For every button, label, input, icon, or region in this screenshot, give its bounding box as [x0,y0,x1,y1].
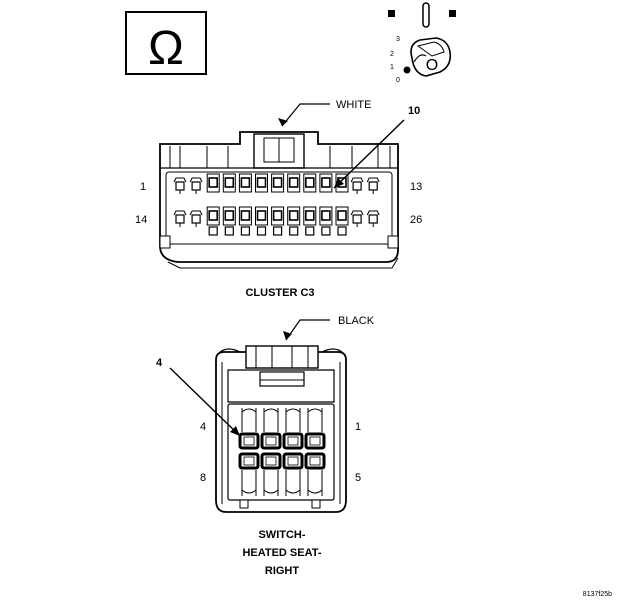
ignition-key-icon: 3 2 1 0 O [388,2,456,84]
switch-pin-label-8: 8 [200,472,206,484]
white-wire-callout: WHITE [278,99,371,127]
switch-pin-label-5: 5 [355,472,361,484]
switch-pin-cavity [238,432,260,450]
cluster-pin-10-callout: 10 [333,105,420,189]
cluster-pin-cavity [303,206,317,236]
cluster-pin-cavity [303,173,317,193]
switch-pin-cavity [282,432,304,450]
cluster-pin-cavity [238,173,252,193]
cluster-c3-connector [159,131,399,269]
cluster-pin-cavity [206,206,220,236]
cluster-pin-label-13: 13 [410,181,422,193]
black-wire-callout: BLACK [283,315,375,341]
ohm-icon: Ω [148,22,184,75]
cluster-pin-label-26: 26 [410,214,422,226]
cluster-pin-cavity [206,173,220,193]
switch-pin-label-4: 4 [200,421,206,433]
key-position-1: 1 [390,64,394,71]
cluster-pin-cavity [335,206,349,236]
cluster-pin-cavity [319,206,333,236]
key-position-0: 0 [396,77,400,84]
switch-callout-pin-number: 4 [156,357,163,369]
switch-pin-cavity [304,452,326,470]
cluster-pin-cavity [238,206,252,236]
cluster-pin-cavity [189,177,203,194]
switch-terminal-guide [307,408,323,496]
cluster-callout-pin-number: 10 [408,105,420,117]
key-label: O [426,57,438,74]
cluster-pin-cavity [287,206,301,236]
cluster-c3-title: CLUSTER C3 [245,287,314,299]
cluster-pin-cavity [350,210,364,227]
switch-title-line-3: RIGHT [265,565,300,577]
switch-pin-label-1: 1 [355,421,361,433]
cluster-pin-cavity [255,206,268,236]
cluster-pin-label-14: 14 [135,214,147,226]
cluster-pin-cavity [173,210,187,227]
cluster-pin-cavity [319,173,333,193]
switch-title-line-1: SWITCH- [258,529,305,541]
key-position-2: 2 [390,51,394,58]
cluster-pin-cavity [271,206,285,236]
cluster-pin-cavity [366,210,380,227]
white-wire-label: WHITE [336,99,371,111]
cluster-pin-cavity [189,210,203,227]
switch-pin-cavity [304,432,326,450]
switch-terminal-guide [263,408,279,496]
switch-terminal-guide [285,408,301,496]
switch-pin-cavity [260,432,282,450]
cluster-pin-cavity [222,173,236,193]
cluster-pin-cavity [271,173,285,193]
switch-pin-4-callout: 4 [156,357,241,437]
switch-pin-cavity [260,452,282,470]
switch-pin-cavity [238,452,260,470]
switch-pin-cavities [238,408,326,496]
cluster-pin-cavity [173,177,187,194]
cluster-pin-cavity [255,173,268,193]
figure-id: 8137f25b [583,591,612,598]
cluster-pin-cavity [366,177,380,194]
cluster-pin-label-1: 1 [140,181,146,193]
switch-pin-cavity [282,452,304,470]
switch-terminal-guide [241,408,257,496]
cluster-c3-pin-cavities [173,173,380,236]
cluster-pin-cavity [350,177,364,194]
black-wire-label: BLACK [338,315,375,327]
ohm-symbol-box: Ω [125,11,207,75]
switch-title-line-2: HEATED SEAT- [242,547,321,559]
cluster-pin-cavity [222,206,236,236]
cluster-pin-cavity [287,173,301,193]
key-position-3: 3 [396,36,400,43]
